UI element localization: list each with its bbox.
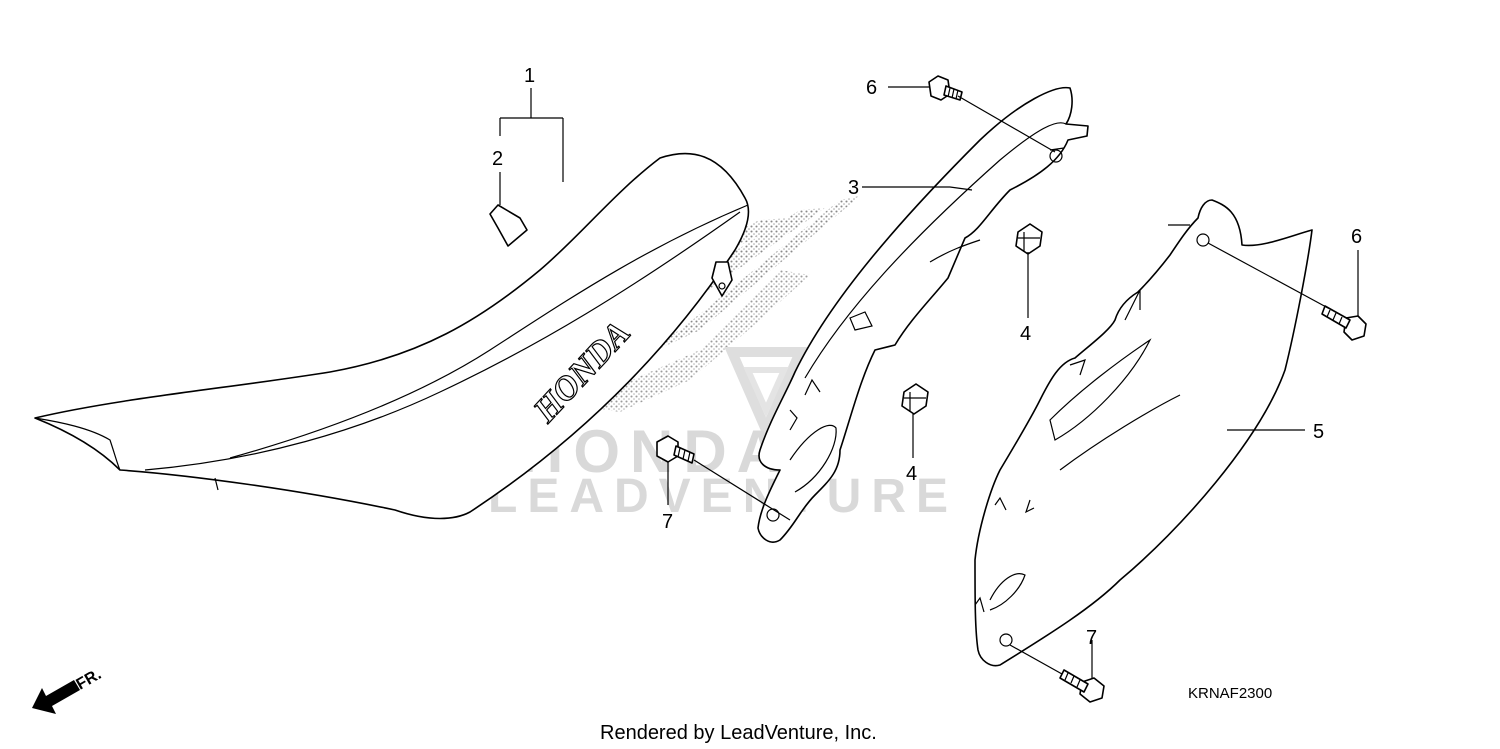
seat-strap-part-2[interactable] — [489, 204, 528, 247]
leadventure-logo-watermark — [724, 347, 808, 443]
leader-lines — [499, 86, 1359, 678]
clip-nut-part-4-upper[interactable] — [1015, 223, 1043, 255]
side-cover-part-5[interactable] — [974, 199, 1313, 667]
callout-6-right: 6 — [1351, 226, 1362, 248]
bolt-part-6-right[interactable] — [1321, 305, 1367, 341]
bolt-part-7-right[interactable] — [1059, 669, 1105, 703]
callout-1: 1 — [524, 65, 535, 87]
bolt-part-7-left[interactable] — [656, 435, 695, 464]
seat-part-1[interactable] — [34, 152, 750, 520]
clip-nut-part-4-lower[interactable] — [901, 383, 929, 415]
bolt-part-6-upper[interactable] — [928, 75, 963, 101]
callout-7-right: 7 — [1086, 627, 1097, 649]
front-direction-arrow-icon — [32, 680, 80, 714]
callout-7-left: 7 — [662, 511, 673, 533]
callout-4-lower: 4 — [906, 463, 917, 485]
callout-5: 5 — [1313, 421, 1324, 443]
callout-4-upper: 4 — [1020, 323, 1031, 345]
watermark-company-text: LEADVENTURE — [488, 470, 958, 523]
diagram-code: KRNAF2300 — [1188, 685, 1272, 702]
footer-credit: Rendered by LeadVenture, Inc. — [600, 722, 877, 744]
callout-2: 2 — [492, 148, 503, 170]
callout-6-upper: 6 — [866, 77, 877, 99]
callout-3: 3 — [848, 177, 859, 199]
